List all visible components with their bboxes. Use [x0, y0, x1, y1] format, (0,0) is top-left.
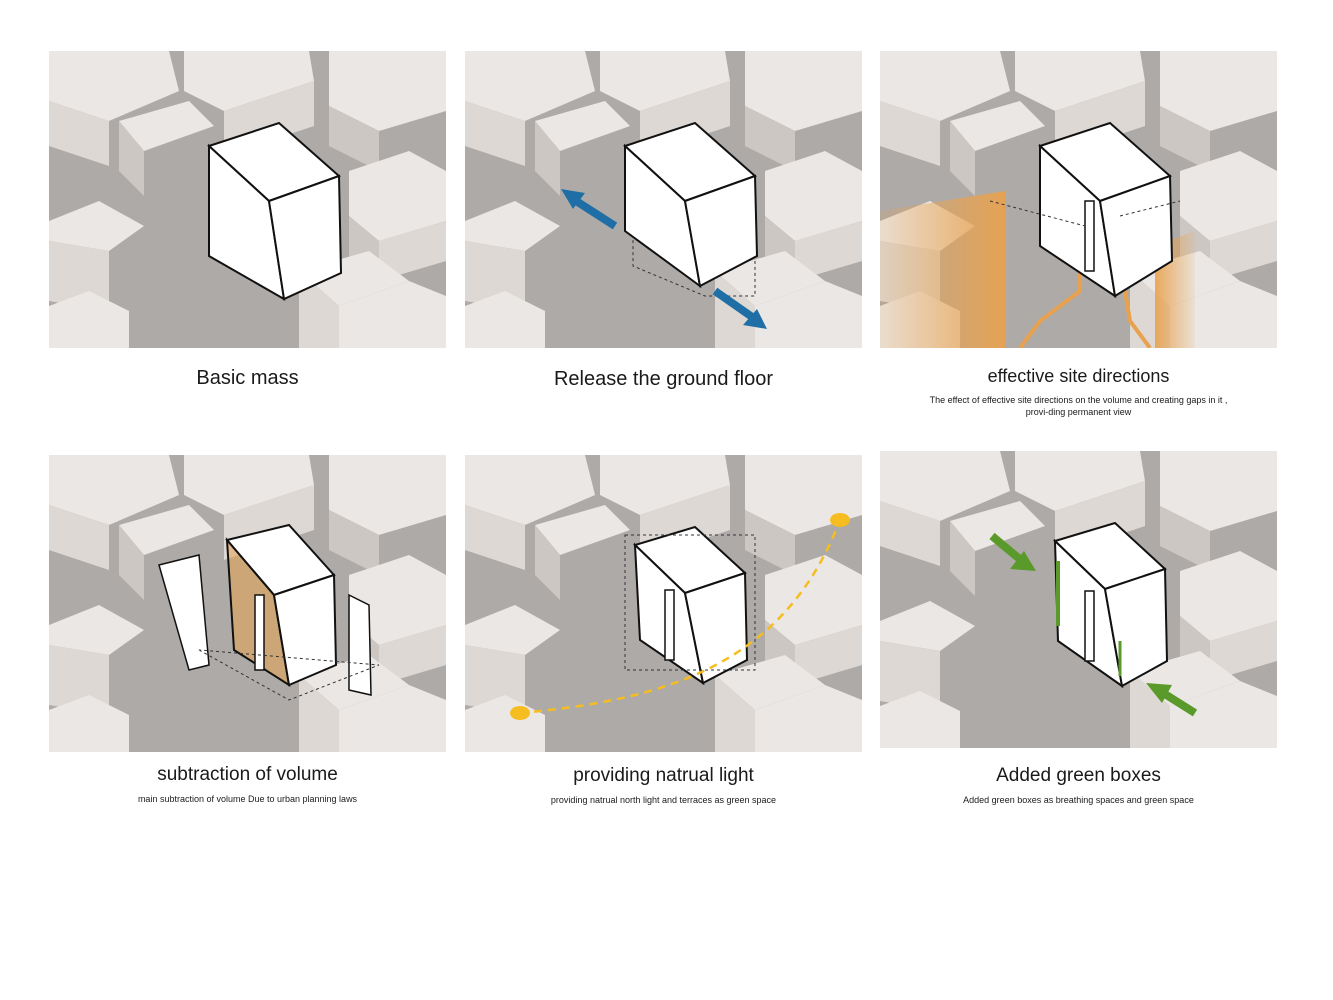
- lifted-mass-box: [623, 121, 759, 297]
- caption-subtraction: subtraction of volume main subtraction o…: [49, 763, 446, 805]
- volume-with-gap: [989, 121, 1181, 299]
- mass-box: [207, 121, 343, 301]
- subtracted-volume: [158, 523, 380, 701]
- panel-description: providing natrual north light and terrac…: [550, 795, 777, 805]
- diagram-panel-site-directions: [880, 51, 1277, 348]
- panel-title: Release the ground floor: [553, 368, 774, 390]
- ground-flow-arrow: [561, 189, 767, 329]
- caption-natural-light: providing natrual light providing natrua…: [465, 764, 862, 806]
- diagram-panel-natural-light: [465, 455, 862, 752]
- caption-green-boxes: Added green boxes Added green boxes as b…: [880, 764, 1277, 806]
- panel-description: The effect of effective site directions …: [929, 395, 1228, 417]
- panel-description: Added green boxes as breathing spaces an…: [963, 795, 1194, 805]
- diagram-panel-subtraction: [49, 455, 446, 752]
- diagram-panel-basic-mass: [49, 51, 446, 348]
- stepped-volume: [624, 525, 756, 686]
- caption-basic-mass: Basic mass: [49, 366, 446, 390]
- panel-title: subtraction of volume: [157, 764, 338, 785]
- panel-title: providing natrual light: [573, 765, 754, 786]
- panel-title: effective site directions: [987, 366, 1170, 386]
- green-arrows: [989, 532, 1198, 717]
- sun-path: [510, 513, 850, 720]
- diagram-panel-green-boxes: [880, 451, 1277, 748]
- green-volume: [1053, 521, 1169, 689]
- panel-title: Basic mass: [196, 367, 299, 389]
- diagram-panel-release-ground-floor: [465, 51, 862, 348]
- panel-title: Added green boxes: [996, 765, 1161, 786]
- panel-description: main subtraction of volume Due to urban …: [137, 794, 358, 804]
- caption-site-directions: effective site directions The effect of …: [880, 364, 1277, 418]
- caption-release-ground-floor: Release the ground floor: [465, 367, 862, 391]
